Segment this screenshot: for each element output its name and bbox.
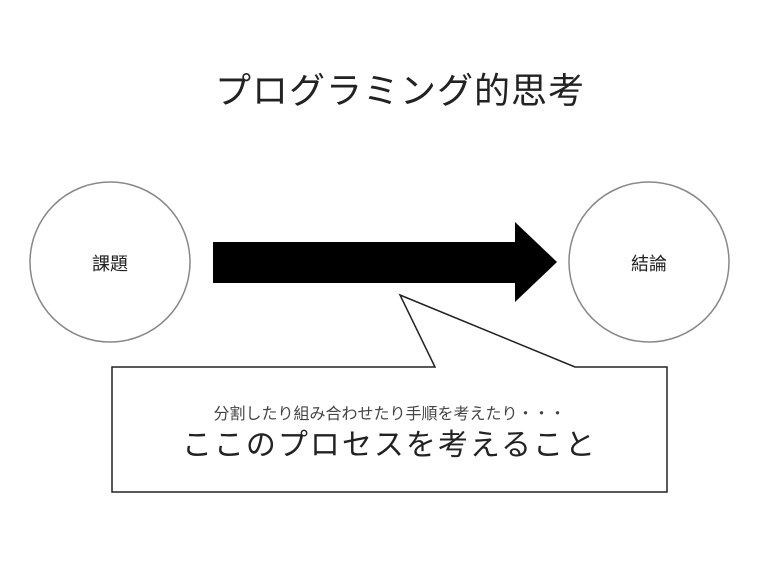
callout-box [111, 293, 668, 493]
end-node-label: 結論 [631, 254, 667, 275]
start-circle [29, 181, 191, 343]
arrow [213, 222, 557, 302]
callout-main-text: ここのプロセスを考えること [181, 428, 598, 463]
slide-title: プログラミング的思考 [214, 71, 585, 112]
callout-subtext: 分割したり組み合わせたり手順を考えたり・・・ [213, 404, 566, 423]
end-circle [568, 181, 730, 343]
start-node-label: 課題 [92, 254, 128, 275]
